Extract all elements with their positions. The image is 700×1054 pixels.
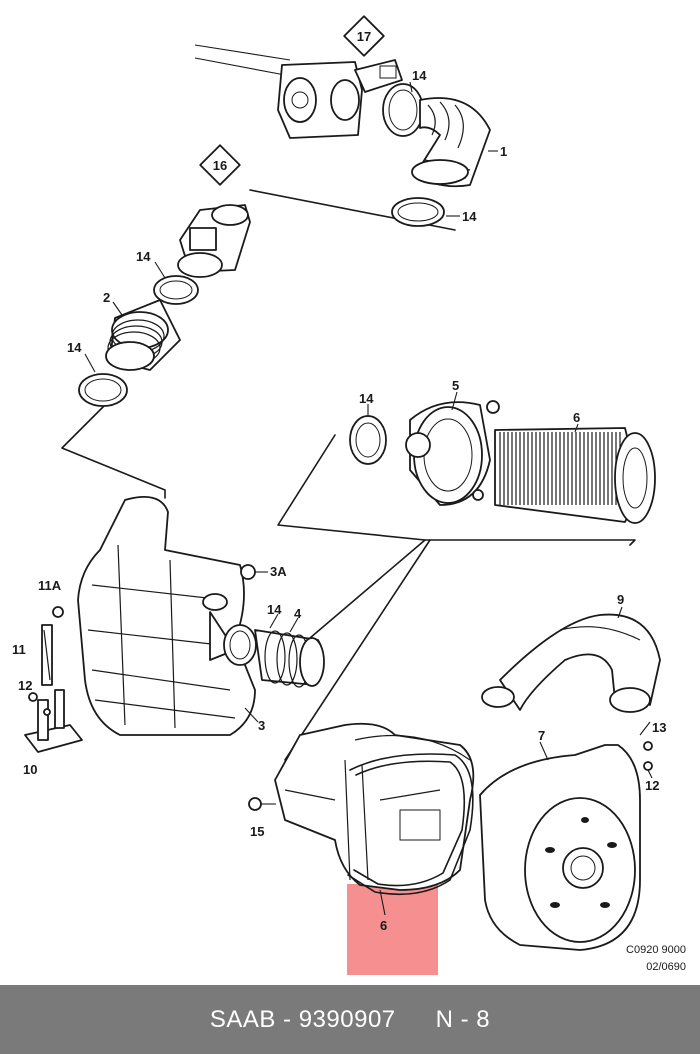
callout-2: 2 — [103, 290, 110, 305]
screw-13 — [643, 741, 653, 751]
throttle-body — [194, 44, 403, 139]
callout-11a: 11A — [38, 578, 62, 593]
screw-12 — [643, 761, 653, 771]
filter-element — [494, 427, 656, 524]
air-cleaner-housing — [77, 496, 256, 736]
route-line-to-6b — [284, 539, 431, 761]
screw-15 — [248, 797, 262, 811]
intake-duct-9 — [481, 613, 661, 713]
callout-11: 11 — [12, 642, 26, 657]
highlight-box — [347, 884, 438, 975]
callout-7: 7 — [538, 728, 545, 743]
callout-14-hose-clamp-2: 14 — [462, 209, 477, 224]
callout-6-highlighted: 6 — [380, 918, 387, 933]
air-mass-meter — [177, 204, 251, 278]
parts-diagram: 17 16 1 14 14 14 2 14 14 5 6 11A 3A 14 4… — [12, 15, 686, 975]
route-line-5-4 — [277, 434, 426, 639]
callout-diamond-17: 17 — [343, 15, 385, 57]
exploded-view-drawing: 17 16 1 14 14 14 2 14 14 5 6 11A 3A 14 4… — [12, 15, 686, 975]
callout-13: 13 — [652, 720, 666, 735]
callout-3a: 3A — [270, 564, 287, 579]
route-line-6-frame — [424, 539, 636, 546]
callout-3: 3 — [258, 718, 265, 733]
callout-14-hose-clamp-6: 14 — [359, 391, 374, 406]
air-cleaner-cover — [405, 400, 500, 506]
callout-5: 5 — [452, 378, 459, 393]
svg-text:16: 16 — [213, 158, 227, 173]
callout-15: 15 — [250, 824, 264, 839]
bellows-hose-2 — [105, 299, 181, 371]
svg-text:17: 17 — [357, 29, 371, 44]
lower-housing — [274, 722, 475, 896]
hose-clamp-5 — [223, 624, 257, 666]
callout-14-hose-clamp-3: 14 — [136, 249, 151, 264]
callout-14-hose-clamp-5: 14 — [267, 602, 282, 617]
mounting-bracket — [24, 606, 83, 753]
callout-10: 10 — [23, 762, 37, 777]
resonator-7 — [479, 744, 641, 951]
intake-hose-1 — [411, 97, 491, 188]
bellows-hose-4 — [254, 629, 325, 688]
drawing-code: C0920 9000 — [626, 944, 686, 956]
callout-12-resonator: 12 — [645, 778, 659, 793]
callout-12-bracket: 12 — [18, 678, 32, 693]
hose-clamp-2 — [391, 197, 445, 227]
callout-diamond-16: 16 — [199, 144, 241, 186]
section-label: N - 8 — [435, 1005, 491, 1033]
callout-14-hose-clamp-4: 14 — [67, 340, 82, 355]
part-info-bar: SAAB - 9390907 N - 8 — [0, 985, 700, 1054]
route-line-2-3 — [61, 394, 166, 499]
callout-1: 1 — [500, 144, 507, 159]
screw-3a — [240, 564, 256, 580]
callout-9: 9 — [617, 592, 624, 607]
callout-4: 4 — [294, 606, 302, 621]
callout-14-hose-clamp-1: 14 — [412, 68, 427, 83]
drawing-date: 02/0690 — [646, 961, 686, 973]
part-number-label: SAAB - 9390907 — [209, 1005, 396, 1033]
callout-6-filter: 6 — [573, 410, 580, 425]
